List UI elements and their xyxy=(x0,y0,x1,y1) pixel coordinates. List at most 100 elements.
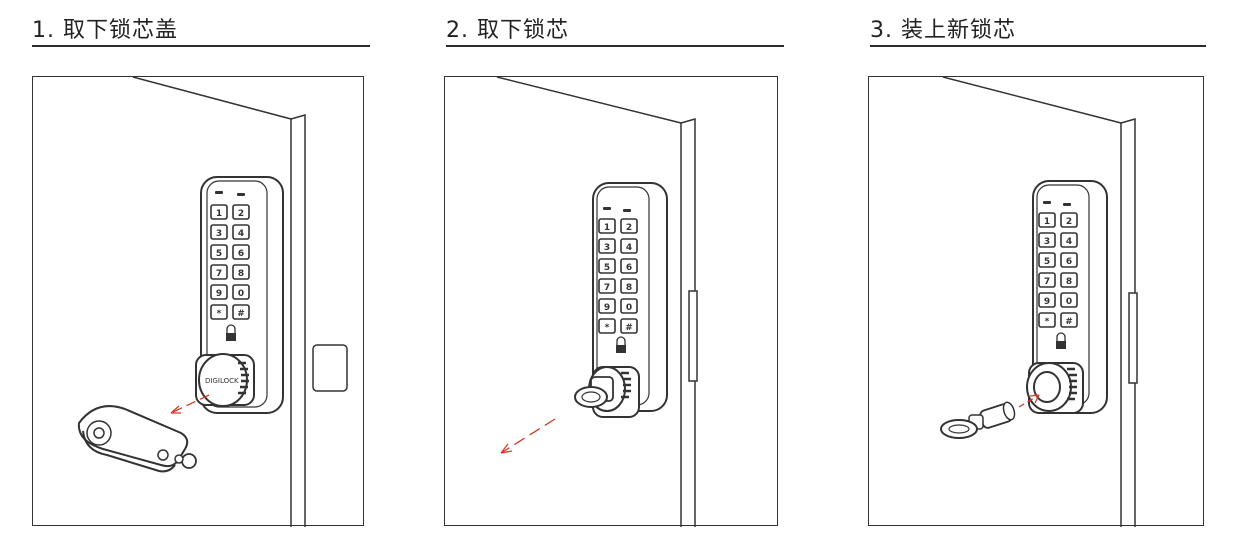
keypad-key xyxy=(1038,312,1056,328)
keypad-key-label: 5 xyxy=(604,263,610,273)
keypad-key xyxy=(1060,252,1078,268)
keypad-key xyxy=(210,204,228,220)
cap-fob xyxy=(77,405,197,473)
keypad-key xyxy=(210,244,228,260)
keypad-key-label: * xyxy=(605,323,610,333)
step-1-number: 1. xyxy=(32,18,55,43)
keypad-key-label: 1 xyxy=(216,209,222,219)
keypad-key xyxy=(1038,272,1056,288)
step-2-label: 取下锁芯 xyxy=(477,18,570,43)
keypad-key xyxy=(620,258,638,274)
keypad-key xyxy=(210,284,228,300)
keypad-key-label: 3 xyxy=(1044,237,1050,247)
keypad-key-label: 6 xyxy=(238,249,244,259)
direction-arrow xyxy=(1018,394,1040,408)
keypad-key-label: 9 xyxy=(216,289,222,299)
keypad-key xyxy=(598,238,616,254)
keypad-key-label: 4 xyxy=(626,243,632,253)
keypad-key xyxy=(232,244,250,260)
keypad-key-label: 5 xyxy=(216,249,222,259)
keypad-key-label: 7 xyxy=(1044,277,1050,287)
keypad-key xyxy=(598,298,616,314)
cap-logo: DIGILOCK xyxy=(205,377,239,385)
step-2-underline xyxy=(446,45,784,47)
keypad-key xyxy=(620,218,638,234)
keypad-key xyxy=(1038,232,1056,248)
keypad-key-label: 2 xyxy=(1066,217,1072,227)
keypad-key xyxy=(620,318,638,334)
keypad-key-label: 0 xyxy=(238,289,244,299)
direction-arrow xyxy=(500,418,556,454)
keypad-key xyxy=(1038,212,1056,228)
keypad-key-label: 2 xyxy=(238,209,244,219)
keypad-key xyxy=(598,258,616,274)
keypad-keys: 1 2 3 4 5 6 7 8 9 0 * # xyxy=(1038,212,1078,328)
keypad-key-label: 3 xyxy=(216,229,222,239)
keypad-key xyxy=(598,218,616,234)
keypad-key xyxy=(232,284,250,300)
keypad-key xyxy=(1060,272,1078,288)
step-2-number: 2. xyxy=(446,18,469,43)
step-1-underline xyxy=(32,45,370,47)
keypad-key-label: 0 xyxy=(626,303,632,313)
step-3-underline xyxy=(870,45,1206,47)
install-core-illustration: 1 2 3 4 5 6 7 8 9 0 * # xyxy=(940,77,1138,527)
keypad-key xyxy=(1060,232,1078,248)
keypad-key-label: # xyxy=(625,323,633,333)
remove-cap-illustration: 1 2 3 4 5 6 7 8 9 0 * # DIGILOCK xyxy=(77,77,348,527)
key-icon xyxy=(574,386,608,408)
keypad-key-label: # xyxy=(237,309,245,319)
keypad-key xyxy=(232,264,250,280)
keypad-key-label: 7 xyxy=(216,269,222,279)
keypad-key-label: 8 xyxy=(1066,277,1072,287)
keypad-key xyxy=(598,318,616,334)
keypad-key xyxy=(232,224,250,240)
keypad-key-label: 1 xyxy=(604,223,610,233)
step-2-title: 2. 取下锁芯 xyxy=(446,12,569,44)
keypad-key xyxy=(1060,312,1078,328)
keypad-key-label: 8 xyxy=(626,283,632,293)
keypad-key xyxy=(232,204,250,220)
keypad-key-label: 2 xyxy=(626,223,632,233)
keypad-key xyxy=(620,298,638,314)
keypad-key-label: 9 xyxy=(604,303,610,313)
step-3-illustration: 1 2 3 4 5 6 7 8 9 0 * # xyxy=(868,76,1204,527)
step-3-title: 3. 装上新锁芯 xyxy=(870,12,1016,44)
keypad-key xyxy=(1038,292,1056,308)
keypad-key-label: 0 xyxy=(1066,297,1072,307)
keypad-key xyxy=(232,304,250,320)
step-3-number: 3. xyxy=(870,18,893,43)
keypad-key xyxy=(1038,252,1056,268)
keypad-key-label: 4 xyxy=(1066,237,1072,247)
keypad-key xyxy=(210,264,228,280)
key-icon xyxy=(940,419,978,439)
step-1-title: 1. 取下锁芯盖 xyxy=(32,12,178,44)
keypad-key xyxy=(620,278,638,294)
direction-arrow xyxy=(170,394,210,414)
keypad-key-label: # xyxy=(1065,317,1073,327)
keypad-key-label: * xyxy=(1045,317,1050,327)
step-1-illustration: 1 2 3 4 5 6 7 8 9 0 * # DIGILOCK xyxy=(32,76,364,527)
keypad-key-label: 9 xyxy=(1044,297,1050,307)
keypad-key xyxy=(1060,292,1078,308)
keypad-key xyxy=(210,224,228,240)
keypad-key xyxy=(598,278,616,294)
keypad-key xyxy=(620,238,638,254)
step-3-label: 装上新锁芯 xyxy=(901,18,1017,43)
keypad-key-label: 6 xyxy=(626,263,632,273)
keypad-key-label: 1 xyxy=(1044,217,1050,227)
keypad-key xyxy=(1060,212,1078,228)
keypad-key-label: 6 xyxy=(1066,257,1072,267)
step-1-label: 取下锁芯盖 xyxy=(63,18,179,43)
keypad-keys: 1 2 3 4 5 6 7 8 9 0 * # xyxy=(210,204,250,320)
keypad-key-label: 3 xyxy=(604,243,610,253)
keypad-key-label: 4 xyxy=(238,229,244,239)
keypad-key-label: * xyxy=(217,309,222,319)
keypad-key-label: 8 xyxy=(238,269,244,279)
keypad-key-label: 5 xyxy=(1044,257,1050,267)
keypad-key xyxy=(210,304,228,320)
new-lock-core xyxy=(940,401,1016,439)
